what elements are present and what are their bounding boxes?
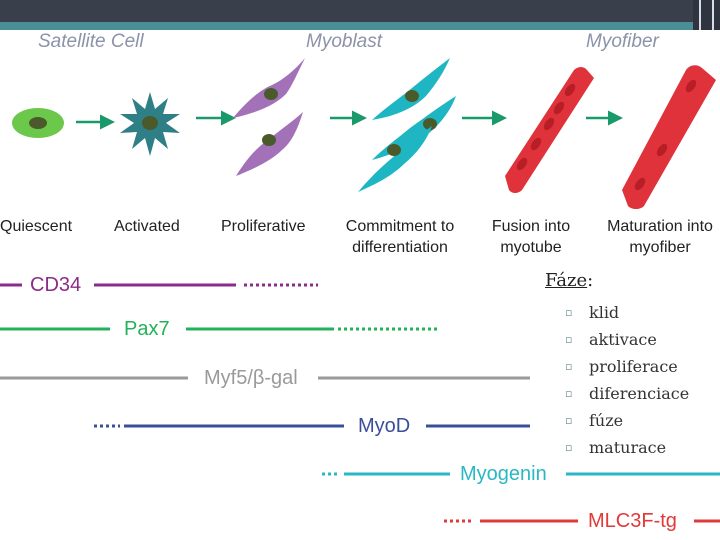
cell-progression-illustration <box>12 58 716 209</box>
myofiber-icon <box>622 65 716 209</box>
bullet-square-icon: ▫ <box>565 441 573 454</box>
marker-label-myf5: Myf5/β-gal <box>204 367 298 389</box>
marker-label-myod: MyoD <box>358 415 411 437</box>
committed-cell-icon <box>372 58 450 120</box>
marker-label-mlc3f: MLC3F-tg <box>588 510 677 532</box>
proliferative-cell-icon <box>236 112 303 176</box>
list-item: ▫maturace <box>565 434 689 461</box>
committed-cell-icon <box>358 126 432 192</box>
bullet-square-icon: ▫ <box>565 360 573 373</box>
top-title-bar <box>0 0 720 22</box>
marker-label-myogenin: Myogenin <box>460 463 547 485</box>
bullet-square-icon: ▫ <box>565 306 573 319</box>
corner-decoration <box>693 0 720 30</box>
list-item: ▫klid <box>565 299 689 326</box>
phase-list-title: Fáze: <box>545 270 594 291</box>
list-item: ▫aktivace <box>565 326 689 353</box>
step-label-quiescent: Quiescent <box>0 218 73 235</box>
step-label-activated: Activated <box>114 218 180 235</box>
bullet-square-icon: ▫ <box>565 387 573 400</box>
list-item: ▫proliferace <box>565 353 689 380</box>
stage-title-myoblast: Myoblast <box>306 31 383 52</box>
bullet-square-icon: ▫ <box>565 333 573 346</box>
committed-cell-icon <box>372 96 456 160</box>
activated-cell-icon <box>120 92 180 156</box>
marker-label-cd34: CD34 <box>30 274 82 296</box>
stage-title-satellite-cell: Satellite Cell <box>38 31 144 52</box>
list-item: ▫fúze <box>565 407 689 434</box>
bullet-square-icon: ▫ <box>565 414 573 427</box>
step-label-proliferative: Proliferative <box>221 218 306 235</box>
top-accent-strip <box>0 22 720 30</box>
list-item: ▫diferenciace <box>565 380 689 407</box>
proliferative-cell-icon <box>233 58 305 118</box>
marker-label-pax7: Pax7 <box>124 318 170 340</box>
phase-list: ▫klid ▫aktivace ▫proliferace ▫diferencia… <box>565 299 689 461</box>
quiescent-cell-icon <box>12 108 64 138</box>
stage-title-myofiber: Myofiber <box>586 31 659 52</box>
myotube-icon <box>505 67 594 193</box>
